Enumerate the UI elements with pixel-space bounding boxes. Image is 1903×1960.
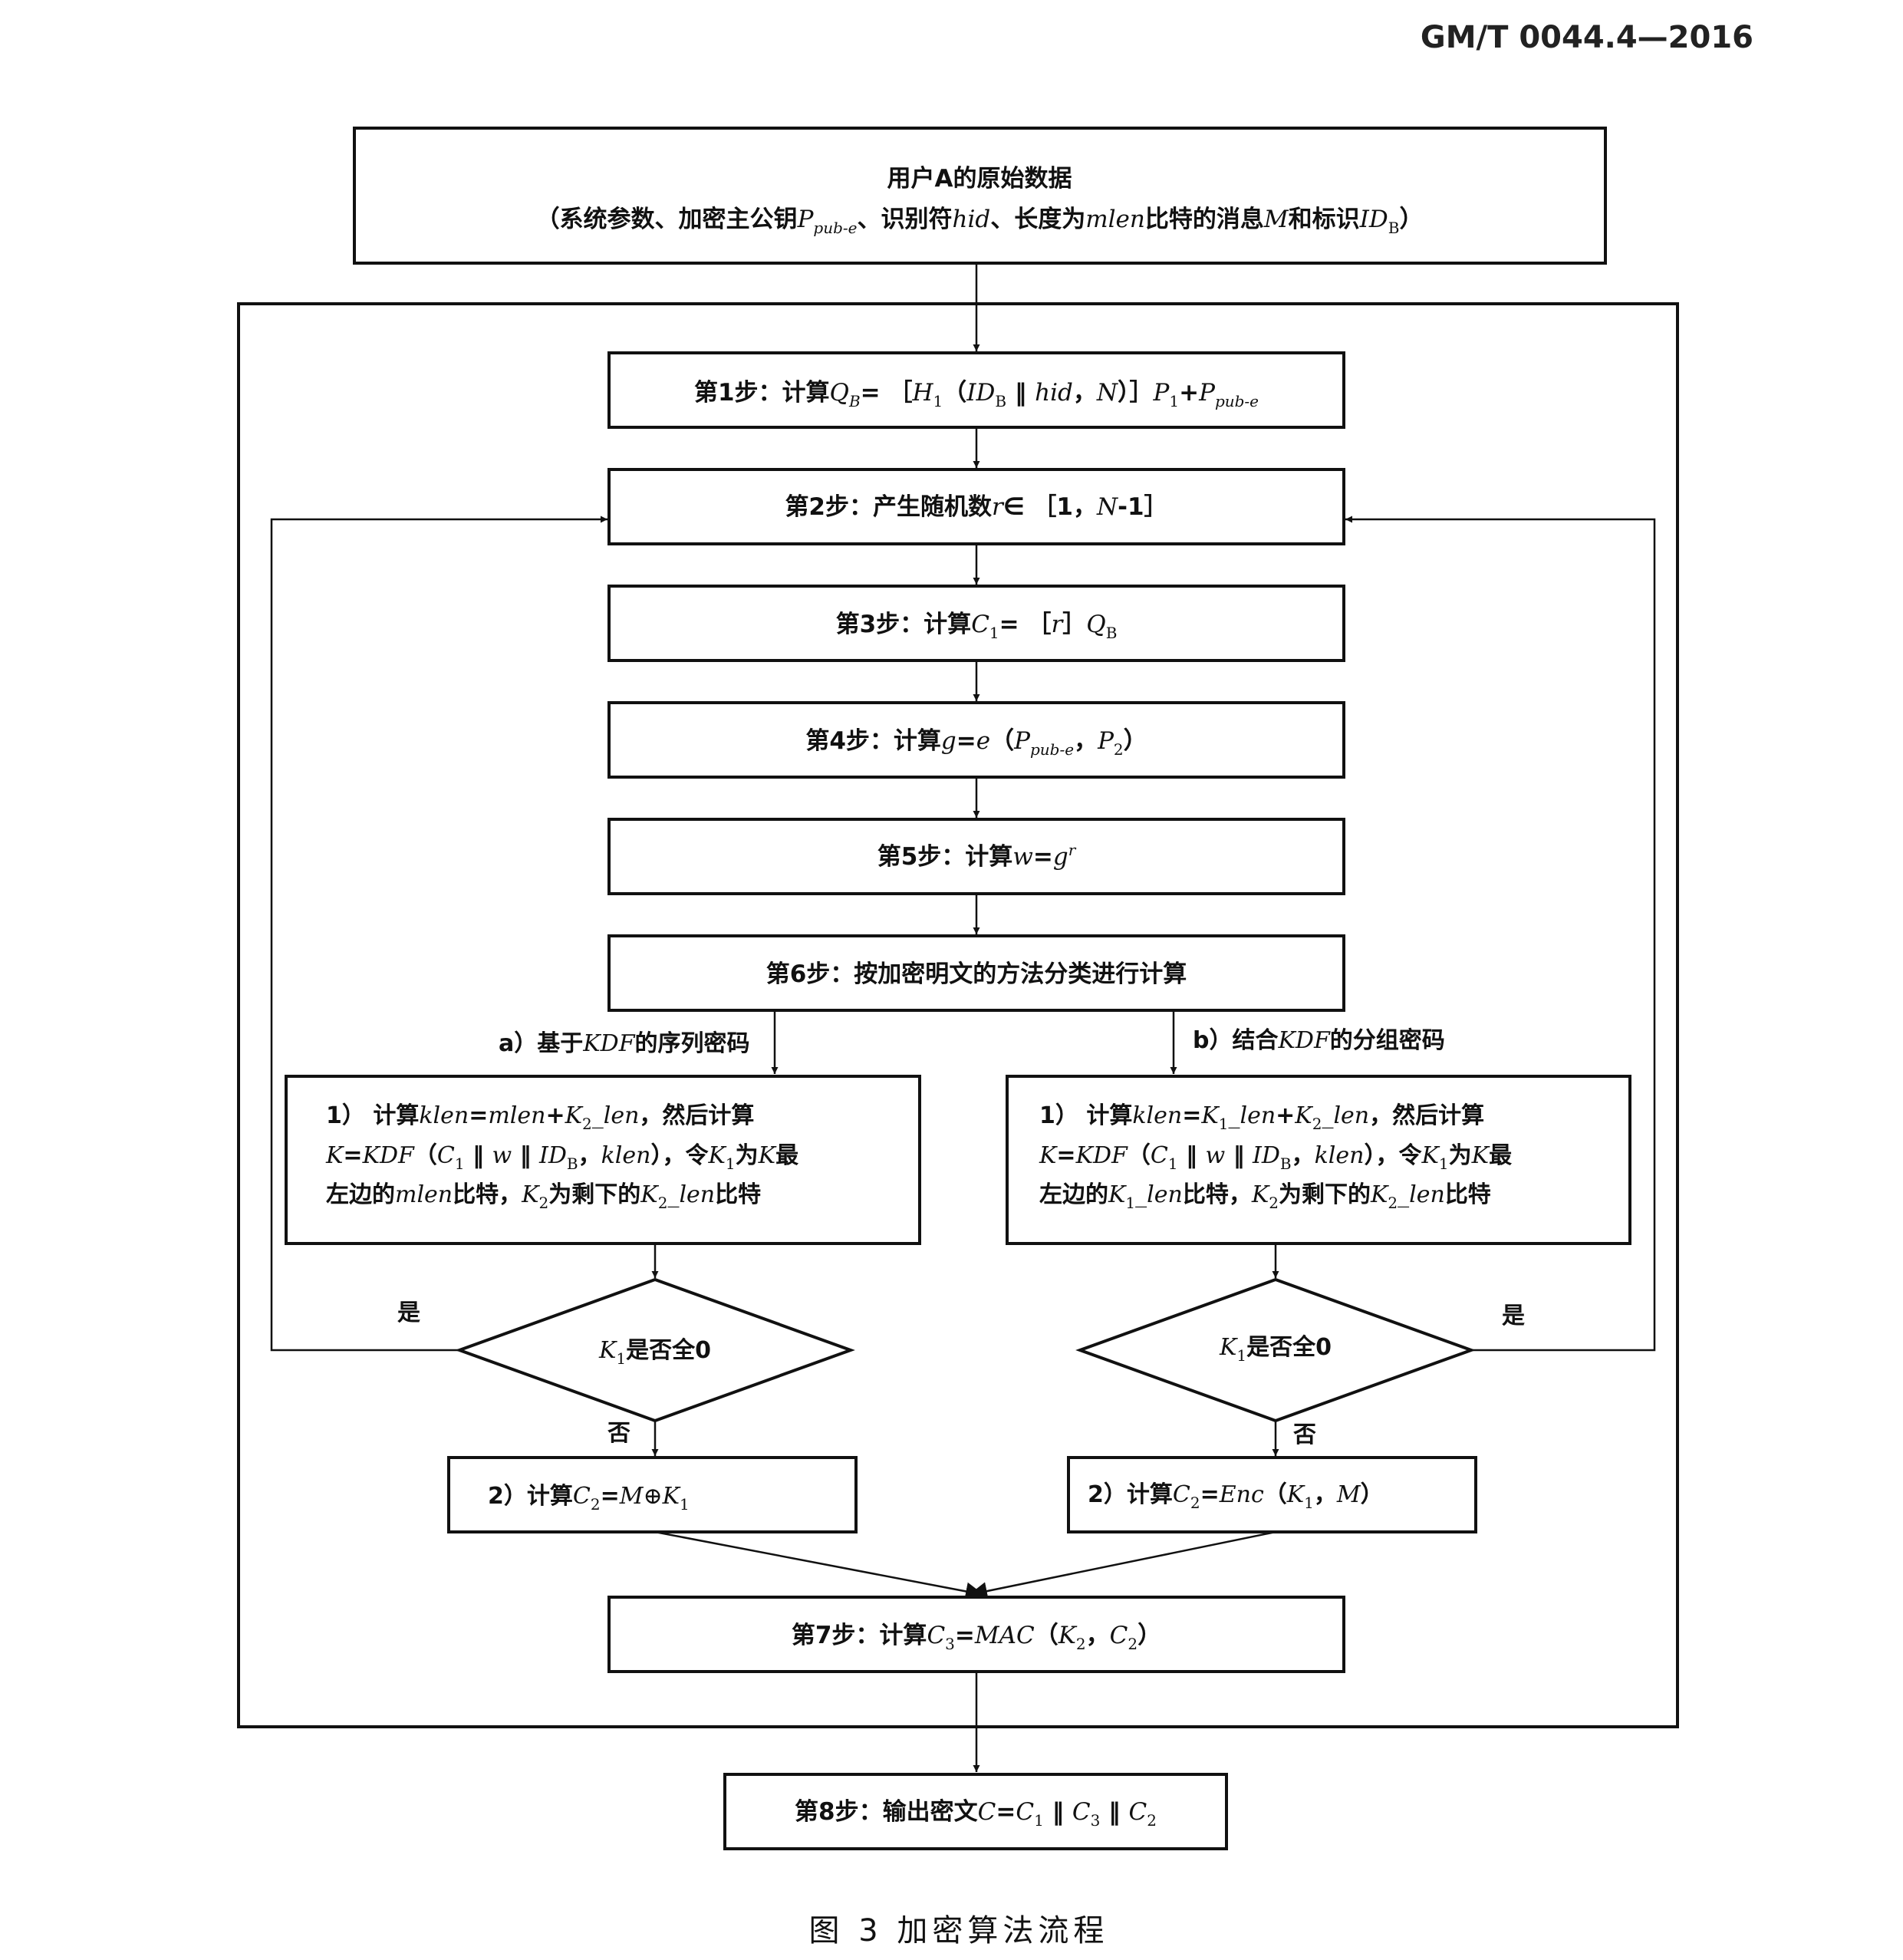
branch-a-line3: 左边的mlen比特，K2为剩下的K2_len比特 (326, 1181, 761, 1212)
input-description: （系统参数、加密主公钥Ppub-e、识别符hid、长度为mlen比特的消息M和标… (536, 206, 1424, 237)
decision-b-no-label: 否 (1293, 1421, 1316, 1448)
input-title: 用户A的原始数据 (887, 165, 1072, 193)
branch-a-c2-box (447, 1456, 858, 1533)
loop-a-yes-to-step2 (270, 516, 607, 1352)
algorithm-frame (237, 302, 1679, 1728)
branch-b-kdf-box (1006, 1075, 1631, 1245)
loop-b-yes-to-step2 (1345, 516, 1656, 1352)
step-1-box (607, 351, 1345, 429)
branch-a-label: a）基于KDF的序列密码 (499, 1030, 750, 1057)
step-3-text: 第3步：计算C1= ［r］QB (836, 611, 1118, 642)
step-5-box (607, 818, 1345, 895)
step-5-text: 第5步：计算w=gr (877, 841, 1077, 871)
branch-b-label: b）结合KDF的分组密码 (1193, 1027, 1445, 1054)
step-6-box (607, 934, 1345, 1012)
decision-b-yes-label: 是 (1502, 1303, 1525, 1329)
branch-b-c2-box (1067, 1456, 1477, 1533)
decision-a-text: K1是否全0 (598, 1337, 711, 1368)
decision-b-text: K1是否全0 (1219, 1334, 1332, 1365)
step-2-box (607, 468, 1345, 545)
branch-a-kdf-box (285, 1075, 921, 1245)
branch-b-line2: K=KDF（C1 ‖ w ‖ IDB，klen），令K1为K最 (1039, 1142, 1512, 1173)
step-7-box (607, 1596, 1345, 1673)
branch-a-line2: K=KDF（C1 ‖ w ‖ IDB，klen），令K1为K最 (325, 1142, 798, 1173)
decision-a-yes-label: 是 (397, 1300, 420, 1326)
step-1-text: 第1步：计算QB= ［H1（IDB ‖ hid，N）］P1+Ppub-e (694, 379, 1259, 410)
arrow-b-to-step7 (968, 1530, 1276, 1600)
step-7-text: 第7步：计算C3=MAC（K2，C2） (792, 1622, 1161, 1653)
branch-b-line3: 左边的K1_len比特，K2为剩下的K2_len比特 (1039, 1181, 1491, 1212)
step-3-box (607, 585, 1345, 662)
document-code: GM/T 0044.4—2016 (1420, 20, 1753, 55)
step-4-text: 第4步：计算g=e（Ppub-e，P2） (805, 727, 1147, 759)
branch-a-line1: 1） 计算klen=mlen+K2_len，然后计算 (326, 1102, 754, 1133)
input-data-box (353, 127, 1607, 265)
branch-b-line1: 1） 计算klen=K1_len+K2_len，然后计算 (1039, 1102, 1484, 1133)
step-4-box (607, 701, 1345, 779)
figure-caption: 图 3 加密算法流程 (809, 1913, 1109, 1948)
step-2-text: 第2步：产生随机数r∈ ［1，N-1］ (785, 493, 1167, 521)
branch-a-c2-text: 2）计算C2=M⊕K1 (488, 1483, 690, 1514)
decision-a-no-label: 否 (607, 1420, 630, 1447)
step-8-box (723, 1773, 1228, 1850)
branch-b-c2-text: 2）计算C2=Enc（K1，M） (1088, 1481, 1384, 1512)
arrow-a-to-step7 (654, 1530, 985, 1601)
step-6-text: 第6步：按加密明文的方法分类进行计算 (766, 960, 1187, 988)
step-8-text: 第8步：输出密文C=C1 ‖ C3 ‖ C2 (795, 1798, 1157, 1830)
